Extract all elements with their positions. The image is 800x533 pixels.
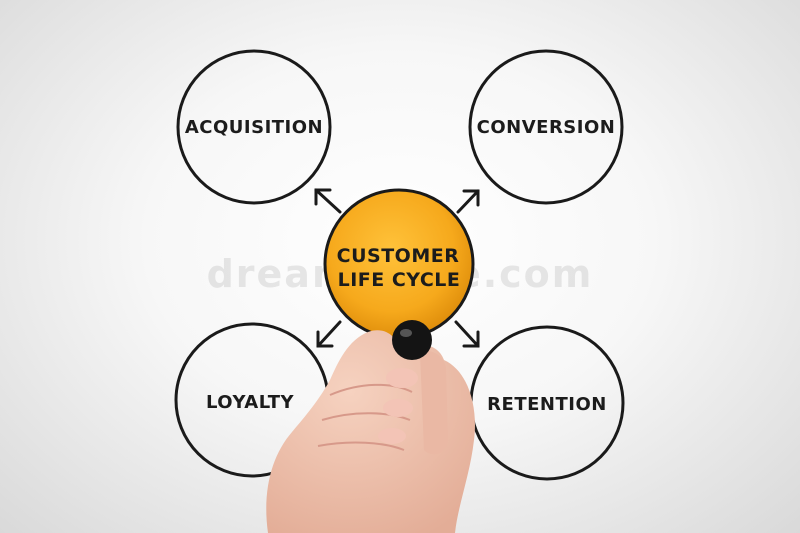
center-label-line1: CUSTOMER bbox=[337, 245, 460, 267]
node-label-conversion: CONVERSION bbox=[477, 117, 616, 138]
arrow-to-conversion bbox=[456, 189, 480, 214]
node-circle-conversion bbox=[468, 49, 624, 205]
node-circle-acquisition bbox=[176, 49, 332, 205]
node-label-acquisition: ACQUISITION bbox=[185, 117, 323, 138]
center-label-line2: LIFE CYCLE bbox=[338, 269, 461, 291]
node-label-loyalty: LOYALTY bbox=[206, 392, 294, 413]
arrow-to-acquisition bbox=[314, 188, 342, 214]
arrow-to-loyalty bbox=[316, 320, 342, 348]
hand-with-marker bbox=[266, 320, 475, 533]
arrow-to-retention bbox=[454, 320, 480, 348]
node-label-retention: RETENTION bbox=[487, 394, 607, 415]
